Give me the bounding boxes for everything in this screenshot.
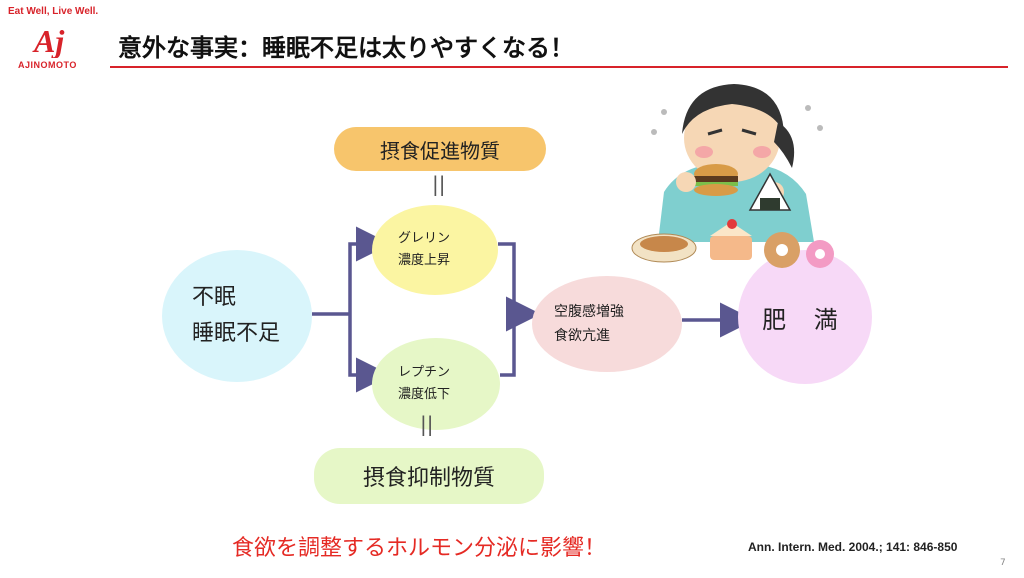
- appetite-promoter-label: 摂食促進物質: [334, 127, 546, 171]
- cause-line1: 不眠: [192, 285, 237, 310]
- hunger-line1: 空腹感増強: [554, 304, 624, 320]
- obesity-node: 肥 満: [738, 250, 872, 384]
- brand-wordmark: AJINOMOTO: [18, 60, 77, 70]
- leptin-line1: レプチン: [398, 365, 451, 380]
- brand-tagline: Eat Well, Live Well.: [8, 6, 99, 17]
- overeating-person-illustration: [631, 84, 834, 268]
- equals-sign-top: ||: [432, 172, 446, 196]
- leptin-node: レプチン 濃度低下: [372, 338, 500, 430]
- ghrelin-line1: グレリン: [398, 231, 451, 246]
- slide-title: 意外な事実：睡眠不足は太りやすくなる！: [118, 34, 574, 62]
- citation-reference: Ann. Intern. Med. 2004.; 141: 846-850: [748, 540, 958, 554]
- ghrelin-line2: 濃度上昇: [398, 253, 451, 268]
- ajinomoto-logo-icon: Aj: [32, 23, 64, 58]
- appetite-suppressor-label: 摂食抑制物質: [314, 448, 544, 504]
- obesity-label: 肥 満: [762, 305, 848, 334]
- sleep-deprivation-node: 不眠 睡眠不足: [162, 250, 312, 382]
- equals-sign-bottom: ||: [420, 412, 434, 436]
- leptin-line2: 濃度低下: [398, 387, 451, 402]
- ghrelin-node: グレリン 濃度上昇: [372, 205, 498, 295]
- page-number: 7: [1000, 558, 1006, 568]
- hormone-effect-note: 食欲を調整するホルモン分泌に影響！: [232, 536, 607, 561]
- ghrelin-out-line: [498, 242, 516, 377]
- title-divider: [110, 66, 1008, 68]
- cause-line2: 睡眠不足: [192, 321, 281, 346]
- svg-text:Aj: Aj: [32, 23, 64, 58]
- hunger-node: 空腹感増強 食欲亢進: [532, 276, 682, 372]
- hunger-line2: 食欲亢進: [554, 328, 610, 344]
